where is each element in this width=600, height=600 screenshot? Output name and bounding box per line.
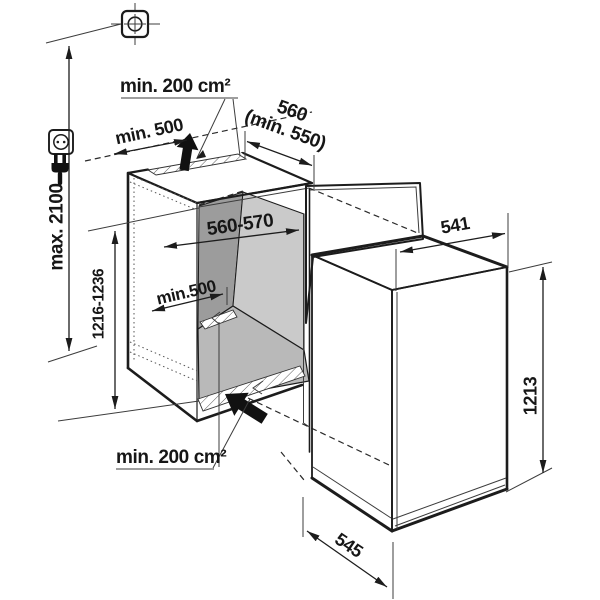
appliance-width-label: 541 [439, 213, 471, 238]
dim-top-clearance: min. 500 [113, 114, 188, 155]
junction-box-icon [111, 3, 160, 45]
construction-lines [84, 111, 313, 162]
bottom-vent-leaders [212, 322, 390, 481]
power-plug-icon [51, 154, 69, 185]
top-vent-opening [146, 151, 248, 176]
max-height-label: max. 2100 [47, 183, 68, 270]
appliance-front-face [391, 266, 508, 532]
dim-bottom-vent: min. 200 cm² [116, 447, 227, 470]
floor-vent-opening [199, 309, 238, 330]
dim-appliance-width: 541 [395, 213, 509, 291]
dim-appliance-depth: 545 [302, 497, 394, 599]
appliance-body [310, 234, 509, 533]
appliance-height-label: 1213 [520, 376, 540, 415]
dim-socket-max-height: max. 2100 [45, 23, 122, 363]
bottom-vent-label: min. 200 cm² [116, 447, 226, 468]
appliance-top-face [311, 235, 508, 291]
top-vent-label: min. 200 cm² [120, 76, 230, 97]
bottom-vent-opening [197, 365, 306, 412]
furniture-door [305, 182, 424, 324]
niche-height-label: 1216-1236 [90, 268, 107, 339]
appliance-depth-label: 545 [331, 529, 366, 562]
dim-top-vent: min. 200 cm² [120, 76, 241, 159]
dim-niche-height: 1216-1236 [57, 207, 200, 422]
appliance-left-face [311, 254, 393, 532]
dim-appliance-height: 1213 [505, 261, 553, 493]
top-clearance-label: min. 500 [113, 114, 185, 148]
